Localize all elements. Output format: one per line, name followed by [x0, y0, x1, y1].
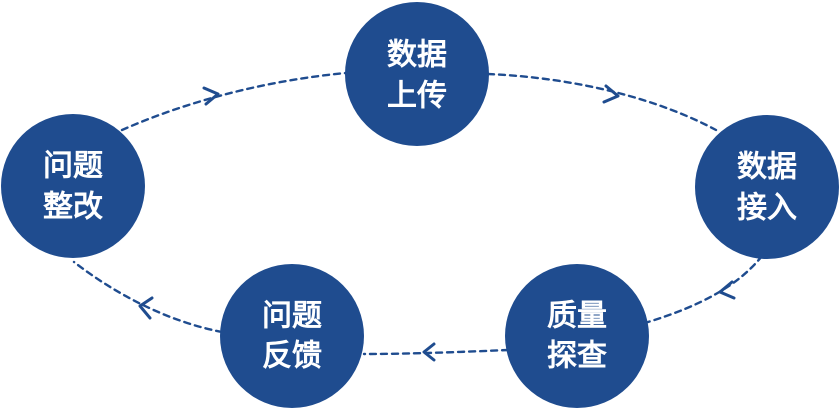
node-rectify: 问题 整改 — [1, 114, 145, 258]
connector-feedback-to-rectify — [72, 260, 224, 334]
arrow-upload-to-ingest-icon — [602, 84, 620, 104]
node-feedback: 问题 反馈 — [220, 264, 364, 408]
arrow-ingest-to-quality-icon — [718, 280, 736, 300]
node-ingest-line1: 数据 — [737, 150, 797, 185]
node-quality: 质量 探查 — [505, 264, 649, 408]
node-ingest-line2: 接入 — [737, 191, 797, 226]
node-ingest: 数据 接入 — [695, 115, 839, 259]
arrow-quality-to-feedback-icon — [422, 342, 436, 362]
node-feedback-line2: 反馈 — [262, 339, 322, 374]
node-quality-line2: 探查 — [547, 339, 607, 374]
connector-rectify-to-upload — [120, 71, 348, 132]
node-rectify-line2: 整改 — [43, 190, 103, 225]
connector-upload-to-ingest — [486, 72, 718, 132]
node-feedback-line1: 问题 — [262, 299, 322, 334]
node-upload: 数据 上传 — [345, 2, 489, 146]
node-rectify-line1: 问题 — [43, 149, 103, 184]
arrow-feedback-to-rectify-icon — [138, 296, 154, 320]
connector-ingest-to-quality — [646, 254, 764, 324]
node-upload-line2: 上传 — [387, 79, 447, 114]
node-upload-line1: 数据 — [387, 38, 447, 73]
node-quality-line1: 质量 — [547, 299, 607, 334]
connector-quality-to-feedback — [362, 348, 510, 356]
arrow-rectify-to-upload-icon — [202, 86, 220, 106]
